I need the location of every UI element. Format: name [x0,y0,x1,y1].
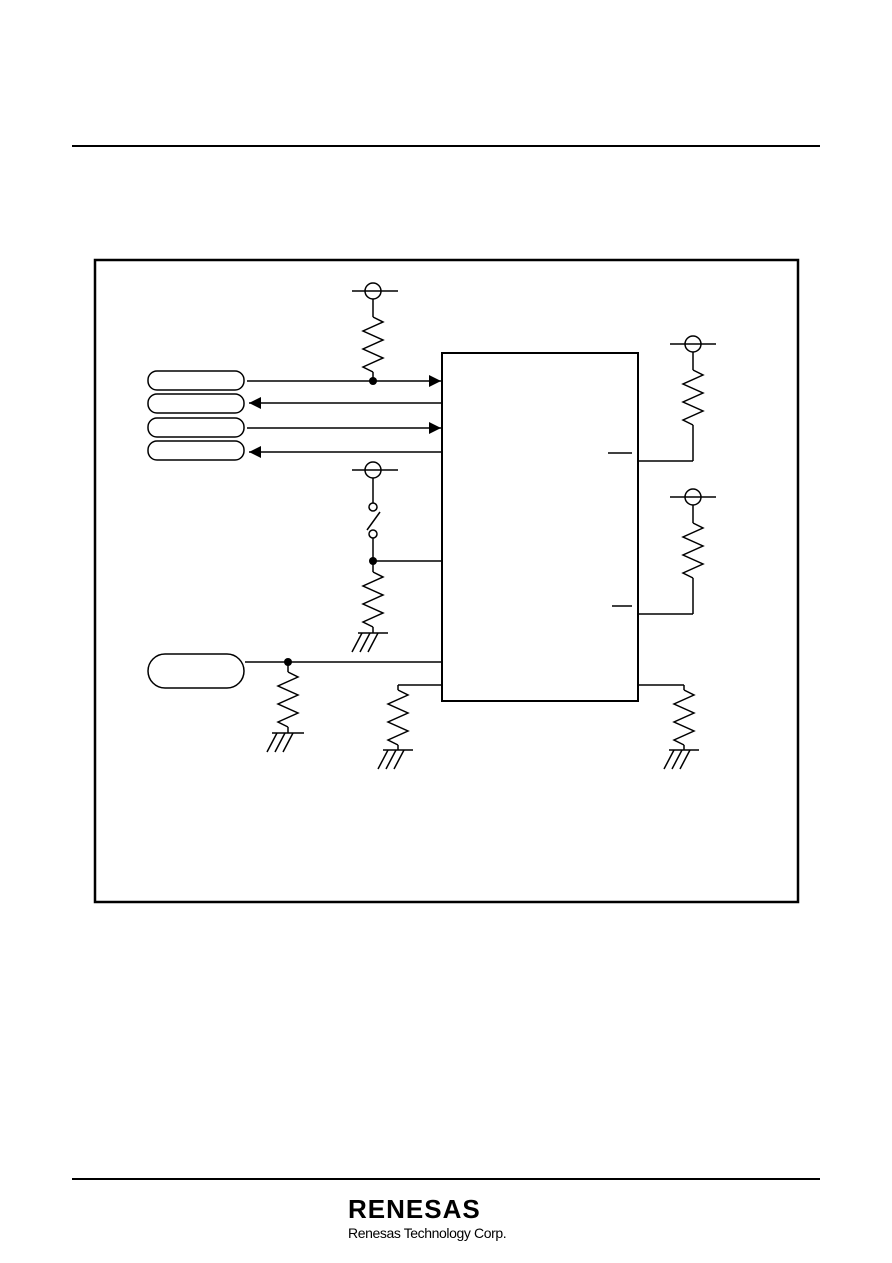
terminal-1 [147,370,245,391]
signal-lines [245,375,442,663]
terminal-5 [147,653,245,689]
header-rule [72,145,820,147]
footer-rule [72,1178,820,1180]
junction-dot [369,377,377,385]
signal-terminals [147,370,245,689]
switch-blade [366,511,381,531]
terminal-2 [147,393,245,414]
pullup-resistor-top [352,282,398,381]
pulldown-resistor-left [266,662,304,753]
figure-frame [93,258,800,904]
pullup-resistor-right-2 [612,488,716,615]
junction-dot [284,658,292,666]
renesas-logo: RENESAS Renesas Technology Corp. [348,1196,548,1242]
ic-block [441,352,639,702]
pulldown-resistor-bottom-right [638,684,699,770]
company-name: Renesas Technology Corp. [348,1225,507,1241]
pullup-resistor-right-1 [608,335,716,462]
switch-contact-icon [368,529,378,539]
pulldown-resistor-bottom-left [377,684,442,770]
junction-dot [369,557,377,565]
switch-contact-icon [368,502,378,512]
terminal-4 [147,440,245,461]
logo-wordmark: RENESAS [348,1194,481,1224]
switch-network [351,461,442,653]
terminal-3 [147,417,245,438]
